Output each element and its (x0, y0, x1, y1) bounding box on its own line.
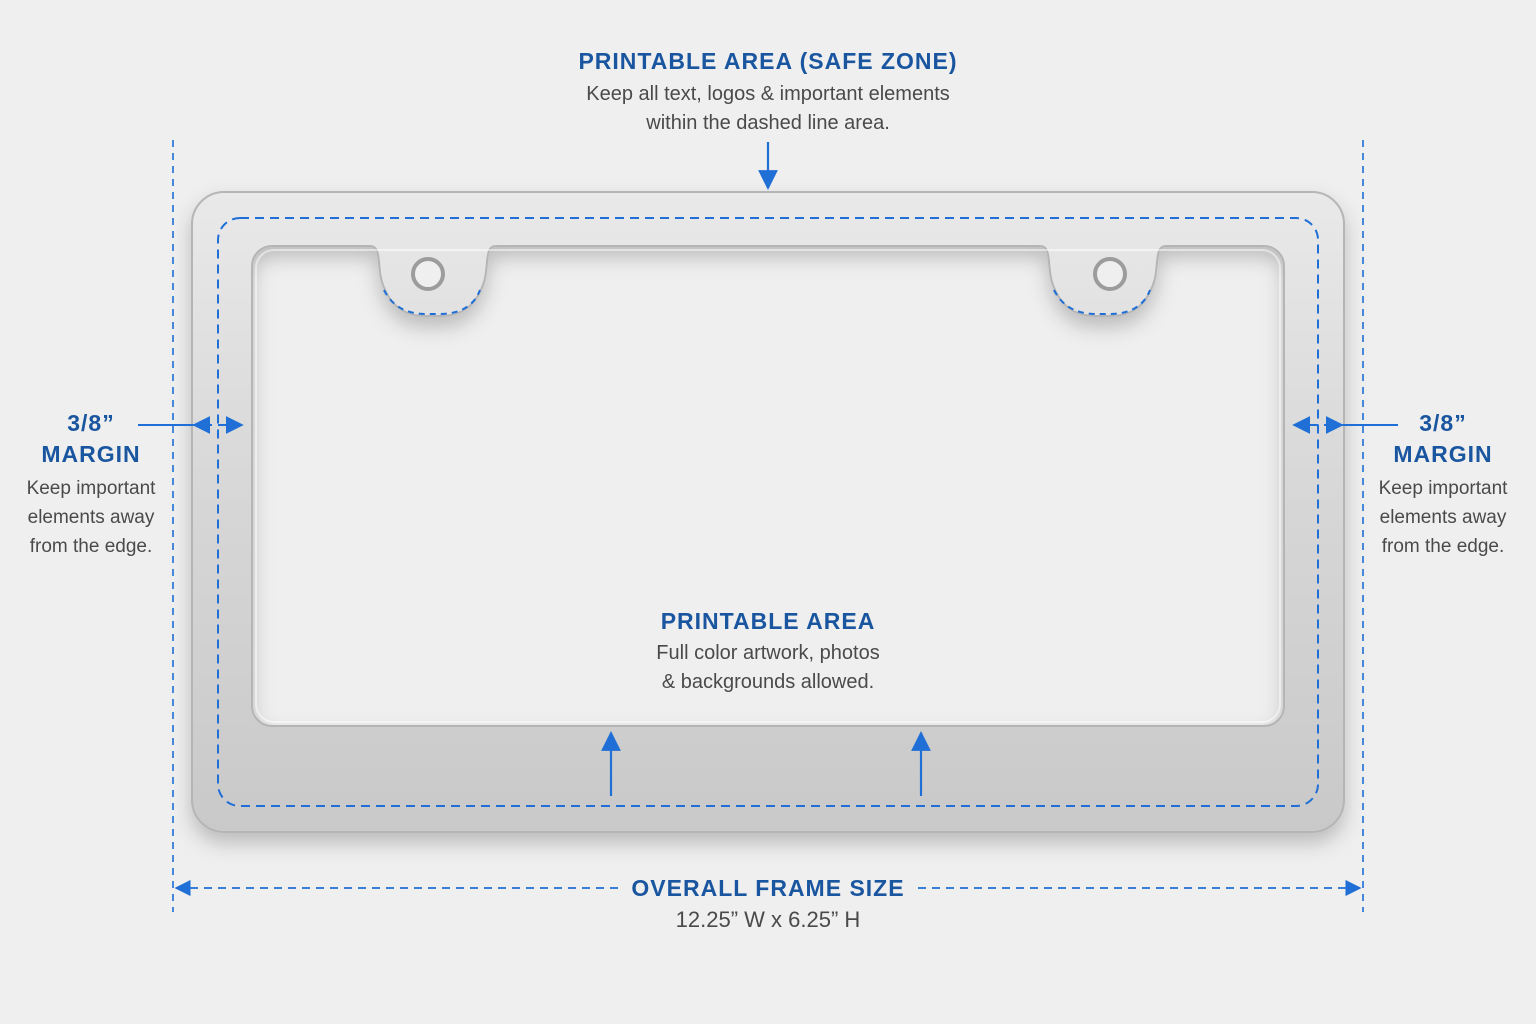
right-margin-desc-line-3: from the edge. (1381, 536, 1505, 557)
right-margin-description: Keep important elements away from the ed… (1352, 474, 1534, 561)
right-margin-desc-line-2: elements away (1379, 507, 1507, 528)
left-margin-desc-line-2: elements away (27, 507, 155, 528)
safe-zone-notch-left (383, 289, 481, 315)
safe-zone-description: Keep all text, logos & important element… (468, 80, 1068, 138)
printable-area-heading: PRINTABLE AREA (660, 608, 876, 634)
safe-zone-notch-right (1053, 289, 1151, 315)
printable-area-desc-line-1: Full color artwork, photos (656, 642, 880, 664)
opening-bevel (255, 249, 1281, 723)
screw-hole-left (411, 257, 445, 291)
right-margin-desc-line-1: Keep important (1378, 478, 1508, 499)
right-margin-heading: MARGIN (1393, 441, 1493, 467)
left-margin-desc-line-3: from the edge. (29, 536, 153, 557)
right-margin-value: 3/8” (1419, 410, 1467, 436)
safe-zone-outline (217, 217, 1319, 807)
left-margin-heading: MARGIN (41, 441, 141, 467)
safe-zone-desc-line-1: Keep all text, logos & important element… (586, 83, 950, 105)
left-margin-description: Keep important elements away from the ed… (0, 474, 182, 561)
license-plate-frame (191, 191, 1345, 833)
overall-size-dimensions: 12.25” W x 6.25” H (675, 907, 861, 932)
printable-area-description: Full color artwork, photos & backgrounds… (568, 639, 968, 697)
overall-size-heading: OVERALL FRAME SIZE (618, 875, 918, 902)
safe-zone-heading: PRINTABLE AREA (SAFE ZONE) (578, 48, 958, 74)
safe-zone-desc-line-2: within the dashed line area. (646, 112, 890, 134)
printable-area-desc-line-2: & backgrounds allowed. (661, 671, 875, 693)
left-margin-value: 3/8” (67, 410, 115, 436)
screw-hole-right (1093, 257, 1127, 291)
left-margin-desc-line-1: Keep important (26, 478, 156, 499)
